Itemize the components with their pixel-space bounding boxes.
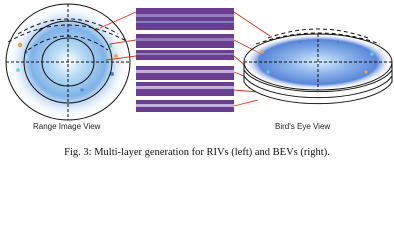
riv-layer-2: [136, 34, 234, 48]
bev-layer-3: [136, 100, 234, 112]
birds-eye-cylinder: [243, 28, 393, 105]
layer-images: [136, 8, 234, 112]
range-image-sphere: [5, 3, 131, 121]
bev-layer-1: [136, 66, 234, 80]
bev-points: [260, 40, 374, 74]
bev-layer-2: [136, 82, 234, 96]
figure-illustration: [5, 3, 393, 121]
riv-layer-3: [136, 50, 234, 60]
riv-layer-1: [136, 8, 234, 30]
range-image-view-label: Range Image View: [33, 122, 101, 131]
figure-3: Range Image View Bird's Eye View Fig. 3:…: [5, 3, 393, 158]
birds-eye-view-label: Bird's Eye View: [275, 122, 331, 131]
figure-caption: Fig. 3: Multi-layer generation for RIVs …: [64, 147, 330, 158]
